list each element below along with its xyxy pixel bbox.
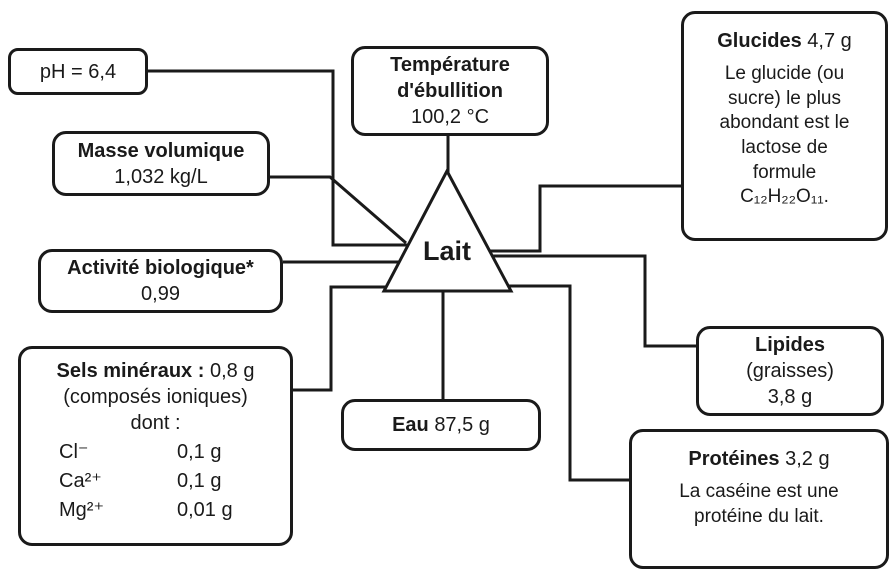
sels-mineraux-dont-label: dont : (130, 412, 181, 434)
temperature-value: 100,2 °C (410, 106, 490, 128)
milk-triangle (381, 167, 514, 293)
connector-lipides (489, 254, 696, 348)
eau-title: Eau (392, 414, 429, 436)
ion-amount-cl: 0,1 g (177, 441, 222, 463)
node-activite-biologique: Activité biologique* 0,99 (38, 249, 283, 313)
lipides-value: 3,8 g (767, 386, 813, 408)
glucides-value: 4,7 g (807, 30, 852, 52)
ion-row-cl: Cl⁻ 0,1 g (29, 439, 282, 465)
lipides-title: Lipides (754, 334, 825, 356)
ion-amount-mg: 0,01 g (177, 499, 233, 521)
connector-glucides (487, 184, 681, 253)
ion-symbol-mg: Mg²⁺ (59, 499, 104, 521)
node-sels-mineraux: Sels minéraux : 0,8 g (composés ioniques… (18, 346, 293, 546)
connector-masse-volumique (270, 175, 407, 245)
connector-sels-mineraux (293, 285, 388, 392)
sels-mineraux-title-line: Sels minéraux : 0,8 g (57, 358, 255, 384)
sels-mineraux-value: 0,8 g (209, 360, 255, 382)
ion-amount-ca: 0,1 g (177, 470, 222, 492)
ion-row-mg: Mg²⁺ 0,01 g (29, 497, 282, 523)
glucides-title: Glucides (717, 30, 802, 52)
temperature-title: Température d'ébullition (390, 54, 510, 102)
sels-mineraux-title: Sels minéraux : (56, 360, 205, 382)
ion-symbol-ca: Ca²⁺ (59, 470, 102, 492)
node-masse-volumique: Masse volumique 1,032 kg/L (52, 131, 270, 196)
proteines-title: Protéines (688, 448, 780, 470)
glucides-description: Le glucide (ou sucre) le plus abondant e… (719, 63, 850, 208)
proteines-value: 3,2 g (785, 448, 830, 470)
center-label: Lait (422, 236, 471, 266)
node-temperature-ebullition: Température d'ébullition 100,2 °C (351, 46, 549, 136)
sels-mineraux-subtitle: (composés ioniques) (63, 386, 248, 408)
masse-volumique-value: 1,032 kg/L (114, 165, 208, 188)
ph-text: pH = 6,4 (39, 60, 117, 83)
node-eau: Eau 87,5 g (341, 399, 541, 451)
eau-line: Eau 87,5 g (392, 412, 490, 438)
node-lipides: Lipides (graisses) 3,8 g (696, 326, 884, 416)
proteines-title-line: Protéines 3,2 g (688, 446, 829, 472)
activite-biologique-value: 0,99 (141, 283, 180, 305)
connector-proteines (507, 284, 629, 482)
node-proteines: Protéines 3,2 g La caséine est une proté… (629, 429, 889, 569)
lipides-subtitle: (graisses) (746, 360, 834, 382)
node-glucides: Glucides 4,7 g Le glucide (ou sucre) le … (681, 11, 888, 241)
node-ph: pH = 6,4 (8, 48, 148, 95)
glucides-title-line: Glucides 4,7 g (717, 28, 852, 54)
masse-volumique-title: Masse volumique (77, 139, 245, 162)
ion-symbol-cl: Cl⁻ (59, 441, 89, 463)
proteines-description: La caséine est une protéine du lait. (679, 481, 839, 527)
eau-value: 87,5 g (434, 414, 490, 436)
connector-ph (148, 69, 410, 247)
activite-biologique-title: Activité biologique* (67, 257, 254, 279)
ion-row-ca: Ca²⁺ 0,1 g (29, 468, 282, 494)
